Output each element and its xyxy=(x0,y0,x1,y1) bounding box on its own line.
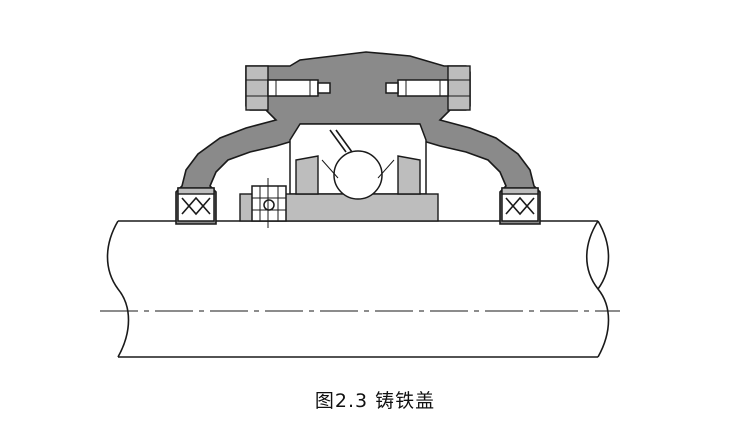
right-seal xyxy=(501,187,539,222)
right-bolt xyxy=(385,65,471,111)
figure-caption: 图2.3 铸铁盖 xyxy=(314,390,436,412)
shaft xyxy=(100,220,620,358)
roller-bearing xyxy=(251,178,287,228)
left-seal xyxy=(177,187,215,222)
left-bolt xyxy=(245,65,331,111)
bearing-ball xyxy=(333,150,383,200)
bearing-housing-diagram xyxy=(100,51,620,358)
